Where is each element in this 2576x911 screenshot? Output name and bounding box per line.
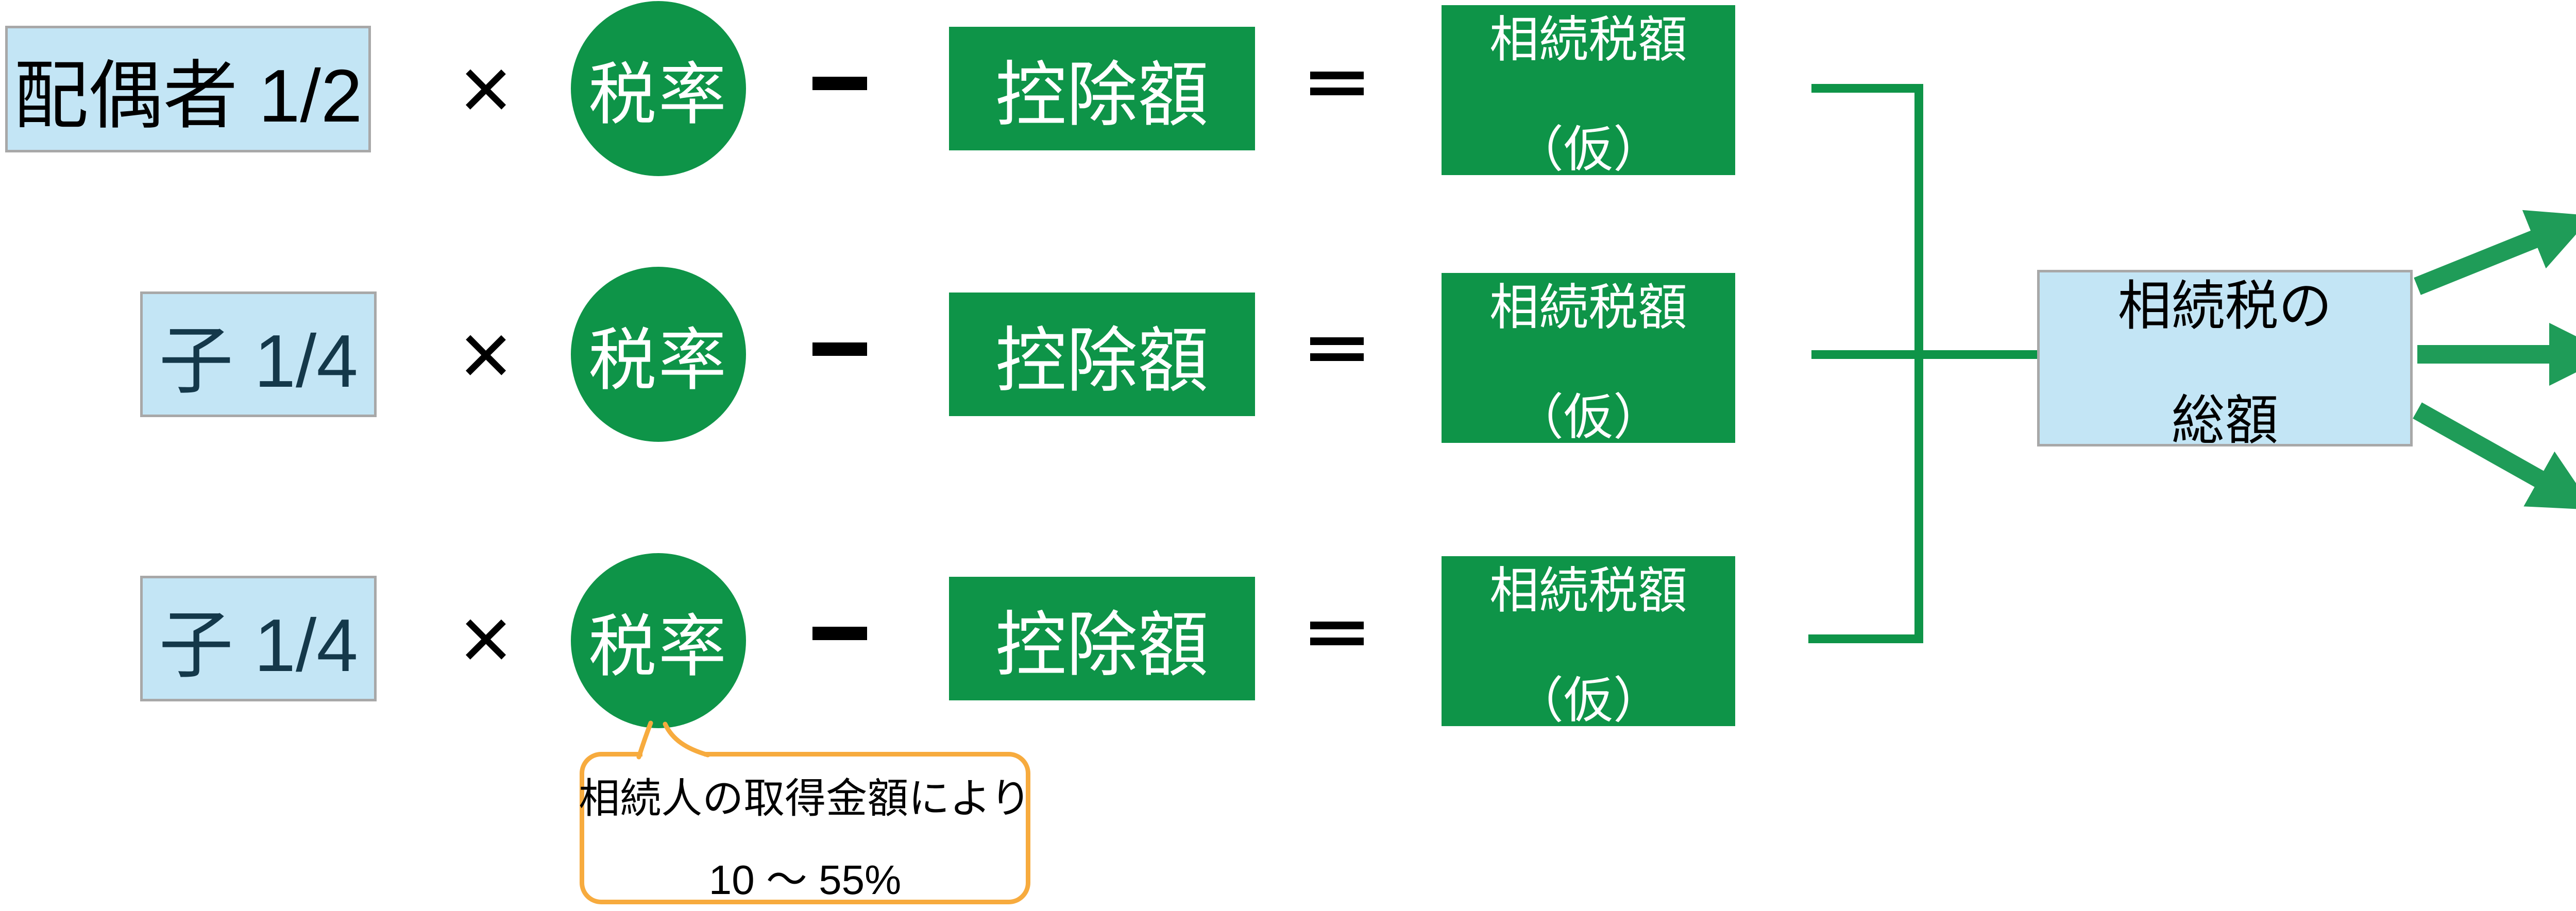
equals-operator (1310, 619, 1364, 648)
heir-share-label: 配偶者 1/2 (13, 54, 363, 137)
bracket-stub-row3 (1808, 634, 1923, 643)
tax-rate-circle: 税率 (571, 1, 746, 176)
tax-rate-circle: 税率 (571, 267, 746, 442)
bracket-vertical-line (1914, 84, 1923, 643)
arrow-to-child-2 (2413, 402, 2576, 510)
tax-rate-circle: 税率 (571, 553, 746, 728)
provisional-tax-box: 相続税額 （仮） (1442, 556, 1735, 728)
heir-share-box-spouse: 配偶者 1/2 (5, 26, 371, 152)
deduction-box: 控除額 (949, 293, 1255, 416)
heir-share-box-child-1: 子 1/4 (140, 291, 377, 417)
heir-share-label: 子 1/4 (159, 604, 358, 687)
multiply-operator: × (459, 304, 513, 405)
equals-operator (1310, 69, 1364, 98)
heir-share-label: 子 1/4 (159, 319, 358, 403)
minus-operator (812, 77, 867, 90)
multiply-operator: × (459, 588, 513, 689)
arrow-to-spouse (2414, 210, 2576, 295)
provisional-tax-box: 相続税額 （仮） (1442, 273, 1735, 445)
bracket-stub-row1 (1811, 84, 1923, 93)
total-tax-box: 相続税の 総額 (2037, 270, 2413, 451)
tax-rate-callout: 相続人の取得金額により 10 〜 55% (579, 752, 1031, 904)
minus-operator (812, 627, 867, 640)
deduction-box: 控除額 (949, 577, 1255, 700)
deduction-box: 控除額 (949, 27, 1255, 150)
multiply-operator: × (459, 38, 513, 139)
bracket-stub-row2 (1811, 350, 2037, 359)
callout-tail-right-edge (663, 721, 710, 758)
minus-operator (812, 342, 867, 356)
equals-operator (1310, 335, 1364, 364)
heir-share-box-child-2: 子 1/4 (140, 576, 377, 701)
provisional-tax-box: 相続税額 （仮） (1442, 5, 1735, 177)
